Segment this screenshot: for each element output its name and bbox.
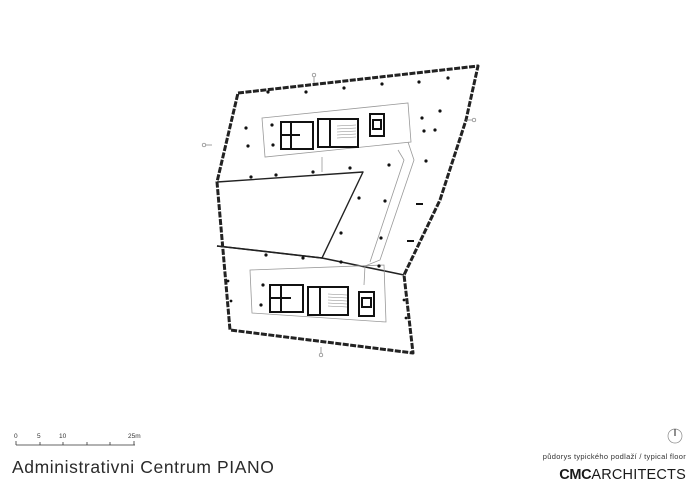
north-arrow-icon [667,428,683,444]
columns [226,76,450,320]
scale-label-25m: 25m [128,433,141,440]
facade-fins [407,203,423,242]
scale-label-10: 10 [59,433,67,440]
stair-upper [336,124,357,139]
project-title: Administrativni Centrum PIANO [12,457,275,477]
stair-lower [327,293,348,308]
scale-bar-graphic [15,441,135,446]
logo-light: ARCHITECTS [591,467,686,483]
drawing-subtitle: půdorys typického podlaží / typical floo… [542,452,686,461]
scale-label-0: 0 [14,433,18,440]
scale-bar: 0 5 10 25m [14,433,144,449]
scale-label-5: 5 [37,433,41,440]
section-markers [201,72,477,358]
logo-bold: CMC [559,467,592,483]
building-outline [215,64,480,355]
core-upper [280,113,385,150]
core-lower [269,284,375,317]
architect-logo: CMCARCHITECTS [559,467,686,483]
core-zones [249,102,415,323]
